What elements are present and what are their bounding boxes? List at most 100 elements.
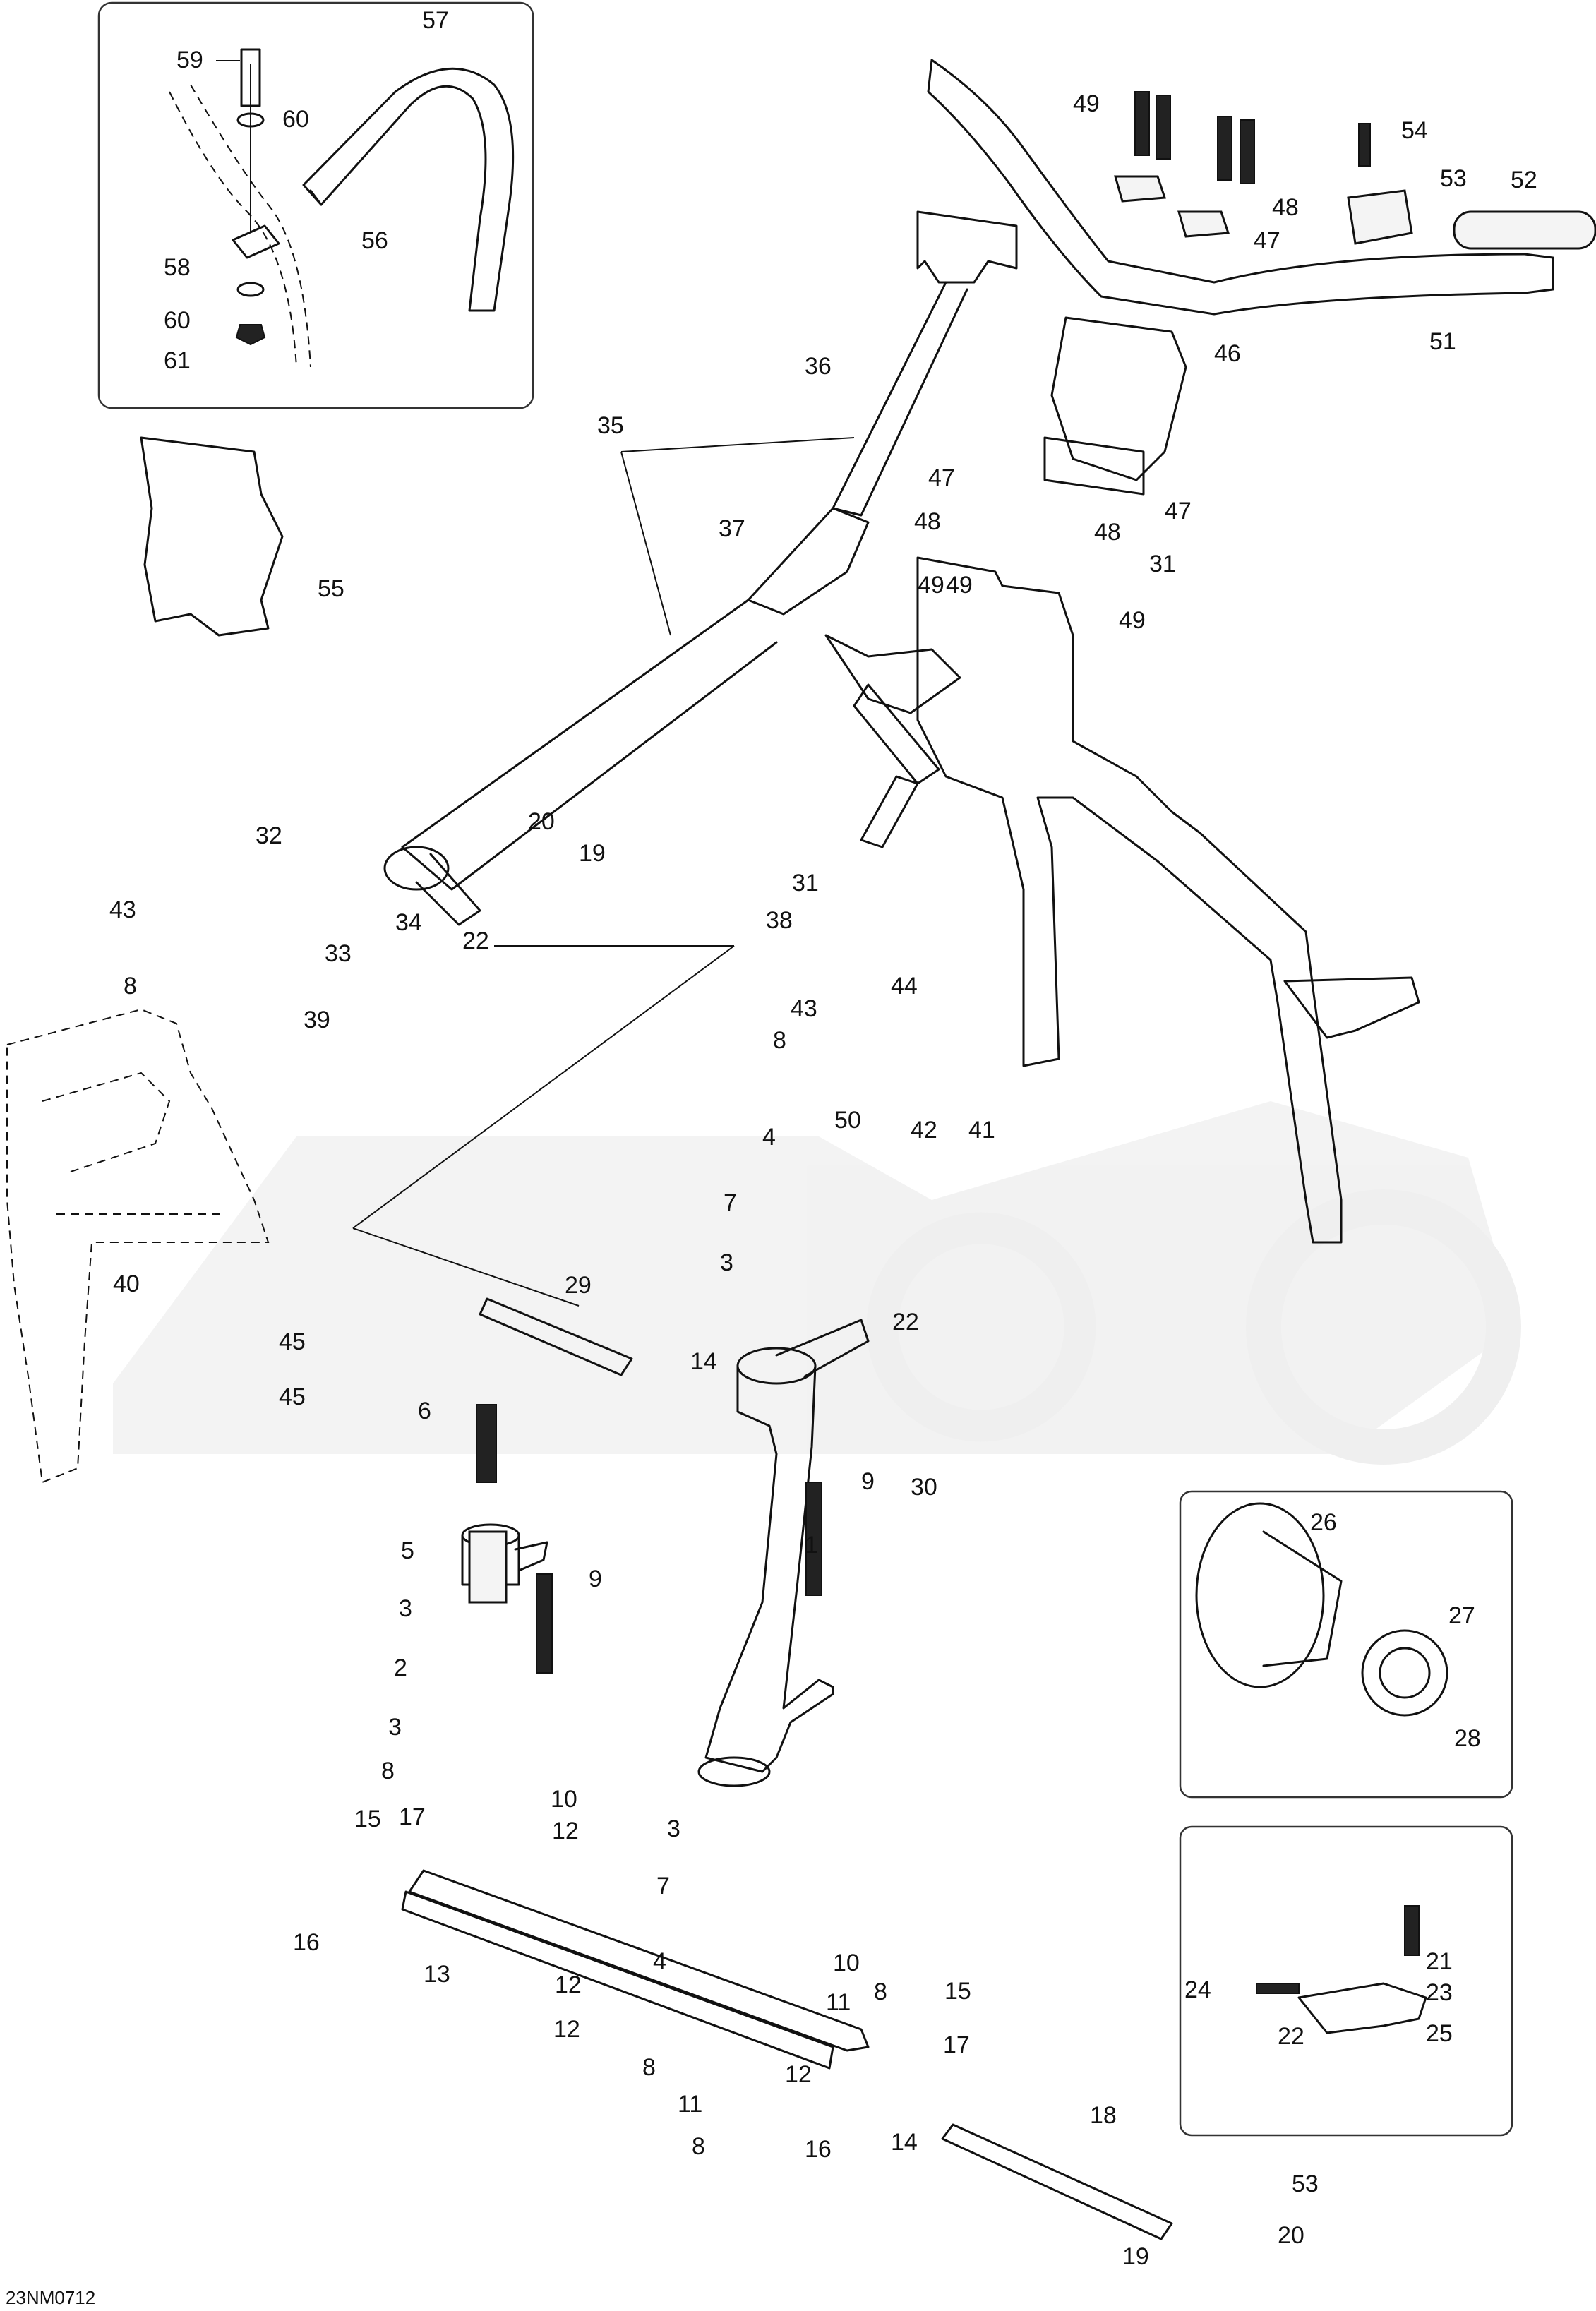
callout-label: 8 [381,1758,395,1784]
callout-label: 9 [589,1566,602,1592]
rubber-boot [1195,1502,1448,1717]
callout-label: 28 [1454,1725,1481,1752]
callout-label: 52 [1511,167,1537,193]
callout-label: 27 [1448,1602,1475,1629]
callout-label: 48 [1272,194,1299,221]
callout-label: 16 [805,2136,832,2163]
callout-label: 61 [164,347,191,374]
callout-label: 3 [667,1815,680,1842]
callout-label: 45 [279,1383,306,1410]
callout-label: 48 [1094,519,1121,546]
callout-label: 22 [1278,2023,1304,2050]
callout-label: 12 [553,2016,580,2043]
callout-label: 24 [1184,1976,1211,2003]
callout-label: 16 [293,1929,320,1956]
callout-label: 8 [642,2054,656,2081]
callout-label: 22 [462,928,489,954]
callout-label: 32 [256,822,282,849]
callout-label: 53 [1292,2171,1319,2197]
callout-label: 34 [395,909,422,936]
steering-column [383,210,1018,926]
callout-label: 49 [1073,90,1100,117]
callout-label: 3 [399,1595,412,1622]
callout-label: 42 [911,1117,937,1144]
callout-label: 2 [394,1655,407,1681]
callout-label: 11 [826,1989,851,2016]
callout-label: 20 [1278,2222,1304,2249]
callout-label: 4 [762,1124,776,1151]
callout-label: 9 [861,1468,875,1495]
callout-label: 8 [773,1027,786,1054]
callout-label: 49 [918,572,944,599]
callout-label: 14 [690,1348,717,1375]
callout-label: 49 [1119,607,1146,634]
callout-label: 19 [1122,2243,1149,2270]
callout-label: 31 [1149,551,1176,577]
handlebar-bolts [1134,91,1371,184]
callout-label: 33 [325,940,352,967]
callout-label: 5 [401,1537,414,1564]
callout-label: 19 [579,840,606,867]
callout-label: 15 [354,1806,381,1832]
callout-label: 58 [164,254,191,281]
callout-label: 13 [424,1961,450,1988]
callout-label: 54 [1401,117,1428,144]
drawing-code: 23NM0712 [6,2287,95,2308]
callout-label: 4 [653,1948,666,1975]
callout-label: 47 [1254,227,1280,254]
steering-support-plate [1050,316,1187,481]
tie-rod-end [1256,1905,1427,2034]
callout-label: 30 [911,1474,937,1501]
callout-label: 43 [791,995,817,1022]
callout-label: 43 [109,896,136,923]
steering-link-bar [408,1869,870,2052]
callout-label: 49 [946,572,973,599]
callout-label: 10 [551,1786,577,1813]
watermark-logo [113,1101,1521,1465]
callout-label: 44 [891,973,918,1000]
inset-panel-top-left [97,1,534,409]
callout-label: 29 [565,1272,592,1299]
callout-label: 8 [124,973,137,1000]
callout-label: 7 [724,1189,737,1216]
callout-label: 12 [552,1818,579,1844]
callout-label: 3 [388,1714,402,1741]
callout-label: 48 [914,508,941,535]
callout-label: 45 [279,1328,306,1355]
callout-label: 8 [692,2133,705,2160]
inset-panel-boot [1179,1490,1513,1799]
callout-label: 47 [1165,498,1192,524]
callout-label: 26 [1310,1509,1337,1536]
callout-label: 50 [834,1107,861,1134]
callout-label: 15 [944,1978,971,2005]
callout-label: 38 [766,907,793,934]
callout-label: 18 [1090,2102,1117,2129]
callout-label: 47 [928,464,955,491]
callout-label: 1 [805,1532,818,1559]
callout-label: 6 [418,1398,431,1424]
inset-panel-tierod-end [1179,1825,1513,2137]
callout-label: 12 [785,2061,812,2088]
callout-label: 10 [833,1950,860,1976]
callout-label: 60 [282,106,309,133]
callout-label: 20 [528,808,555,835]
callout-label: 41 [968,1117,995,1144]
shield-panel [140,436,284,637]
callout-label: 17 [399,1803,426,1830]
grab-handle [169,48,515,368]
callout-label: 56 [361,227,388,254]
callouts: 59 60 58 60 61 57 56 55 35 36 37 49 49 5… [109,7,1537,2270]
handlebar [927,59,1596,316]
callout-label: 8 [874,1979,887,2005]
tie-rod [941,2123,1173,2240]
bolts [468,1404,822,1674]
callout-label: 21 [1426,1948,1453,1975]
callout-label: 22 [892,1309,919,1335]
callout-label: 31 [792,870,819,896]
callout-label: 7 [656,1873,670,1899]
callout-label: 14 [891,2129,918,2156]
callout-label: 46 [1214,340,1241,367]
callout-label: 40 [113,1271,140,1297]
callout-label: 55 [318,575,344,602]
